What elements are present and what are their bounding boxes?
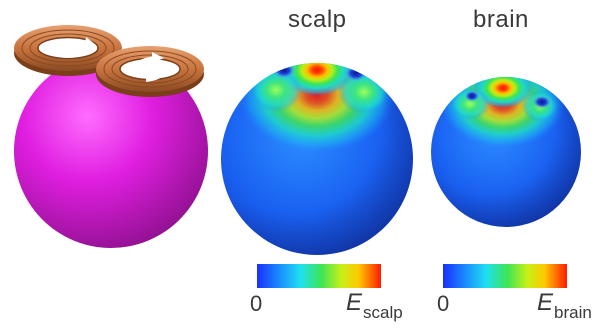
- colorbar-brain-min-label: 0: [437, 291, 450, 316]
- colorbar-scalp-min-label: 0: [250, 291, 263, 316]
- scalp-title: scalp: [288, 6, 347, 33]
- tms-coil-right: [96, 46, 204, 97]
- brain-title: brain: [473, 6, 529, 33]
- colorbar-scalp-max-subscript: scalp: [363, 303, 403, 322]
- arrow-icon: [49, 50, 87, 58]
- tms-coil-left: [14, 25, 122, 76]
- colorbar-scalp: [257, 264, 381, 288]
- scalp-field-sphere: [221, 63, 413, 255]
- colorbar-brain-max-subscript: brain: [554, 303, 592, 322]
- colorbar-brain-max-label: Ebrain: [537, 289, 592, 322]
- brain-field-sphere: [431, 77, 581, 227]
- colorbar-scalp-max-label: Escalp: [346, 289, 403, 322]
- head-sphere: [14, 54, 208, 248]
- colorbar-brain-max-symbol: E: [537, 289, 554, 316]
- colorbar-brain: [443, 264, 567, 288]
- colorbar-scalp-max-symbol: E: [346, 289, 363, 316]
